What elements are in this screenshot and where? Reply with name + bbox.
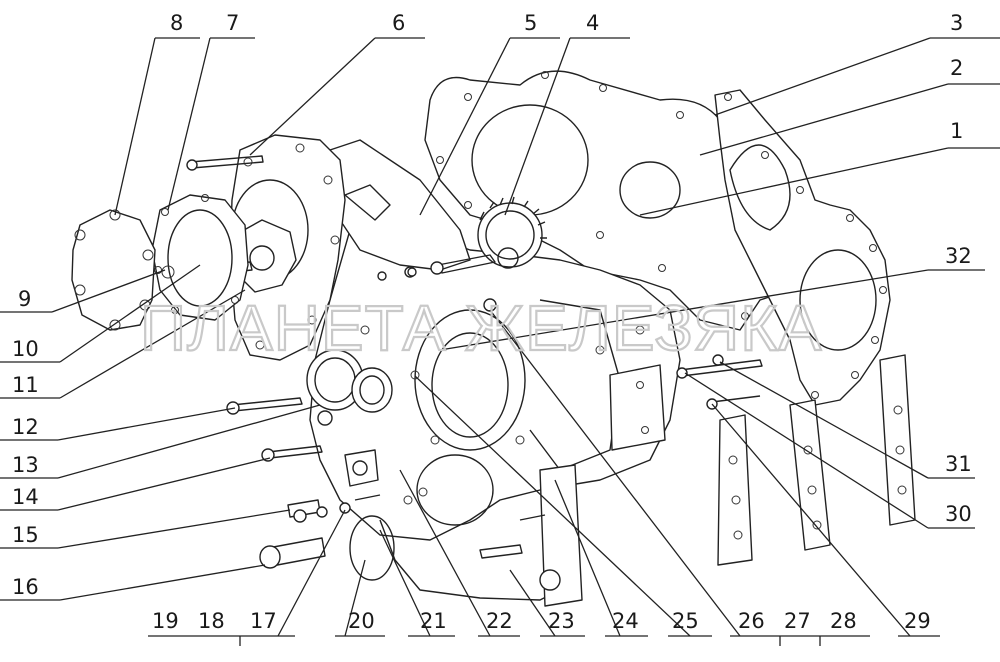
callout-4: 4 <box>586 11 599 35</box>
bracket-strap-1 <box>879 354 916 526</box>
leader-lines <box>0 37 1000 646</box>
callout-1: 1 <box>950 119 963 143</box>
callout-22: 22 <box>486 609 513 633</box>
plate-1 <box>714 89 891 406</box>
cover-8 <box>71 209 156 331</box>
callout-10: 10 <box>12 337 39 361</box>
bracket-strap-2 <box>789 399 831 551</box>
seal-ring <box>351 367 393 413</box>
callout-5: 5 <box>524 11 537 35</box>
gasket-2-hole-mid <box>619 161 681 219</box>
plate-1-hole <box>799 249 877 351</box>
callout-29: 29 <box>904 609 931 633</box>
callout-14: 14 <box>12 485 39 509</box>
callout-18: 18 <box>198 609 225 633</box>
cover-5-flange <box>344 184 391 221</box>
boss-bracket <box>344 449 379 487</box>
callout-28: 28 <box>830 609 857 633</box>
callout-31: 31 <box>945 452 972 476</box>
callout-23: 23 <box>548 609 575 633</box>
parts-drawing <box>71 70 916 607</box>
callout-30: 30 <box>945 502 972 526</box>
callout-9: 9 <box>18 287 31 311</box>
pin-lower <box>519 514 546 521</box>
watermark-text: ПЛАНЕТА ЖЕЛЕЗЯКА <box>140 292 822 364</box>
housing-22-lower-bore <box>416 454 494 526</box>
callout-24: 24 <box>612 609 639 633</box>
callout-6: 6 <box>392 11 405 35</box>
callout-17: 17 <box>250 609 277 633</box>
callout-12: 12 <box>12 415 39 439</box>
bolt-29 <box>711 395 761 403</box>
callout-11: 11 <box>12 373 39 397</box>
callout-13: 13 <box>12 453 39 477</box>
callout-2: 2 <box>950 56 963 80</box>
bolt-15 <box>267 445 323 459</box>
callout-20: 20 <box>348 609 375 633</box>
plate-1-hole-upper <box>729 144 791 231</box>
callout-21: 21 <box>420 609 447 633</box>
callout-27: 27 <box>784 609 811 633</box>
callout-labels: 1 2 3 4 5 6 7 8 9 10 11 12 13 14 15 16 1… <box>12 11 972 633</box>
side-plate <box>609 364 666 451</box>
callout-19: 19 <box>152 609 179 633</box>
ring-21 <box>349 515 395 581</box>
housing-22-bore-inner <box>431 332 509 438</box>
callout-8: 8 <box>170 11 183 35</box>
pin-24 <box>479 544 523 559</box>
callout-3: 3 <box>950 11 963 35</box>
callout-16: 16 <box>12 575 39 599</box>
callout-26: 26 <box>738 609 765 633</box>
bolt-13 <box>231 397 303 412</box>
bracket-strap-3 <box>717 414 753 566</box>
stud <box>354 494 381 501</box>
callout-32: 32 <box>945 244 972 268</box>
callout-25: 25 <box>672 609 699 633</box>
housing-22-bore <box>414 309 526 451</box>
callout-7: 7 <box>226 11 239 35</box>
callout-15: 15 <box>12 523 39 547</box>
